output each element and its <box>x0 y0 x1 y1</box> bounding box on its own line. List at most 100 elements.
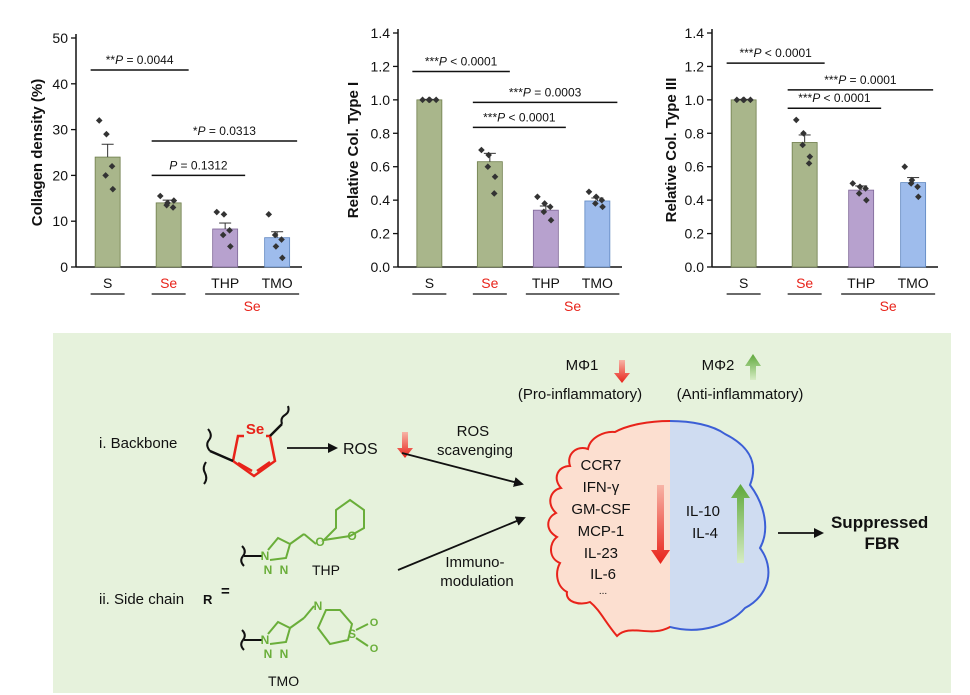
data-point <box>901 163 909 171</box>
ros-label: ROS <box>343 441 378 458</box>
x-tick-label: TMO <box>582 275 613 291</box>
data-point <box>485 151 492 159</box>
data-point <box>806 153 814 160</box>
y-tick-label: 0 <box>60 259 68 275</box>
cytokine-down-arrow-icon <box>651 485 670 564</box>
cytokine-up-arrow-icon <box>731 484 750 563</box>
y-tick-label: 40 <box>52 76 68 92</box>
data-point <box>546 203 554 211</box>
tmo-sulfur-label: S <box>348 627 356 641</box>
thp-n1-label: N <box>261 549 270 563</box>
data-point <box>540 208 548 216</box>
m1-label: MΦ1 <box>566 357 599 374</box>
data-point <box>800 129 807 137</box>
side-chain-label: ii. Side chain <box>99 591 184 608</box>
m1-cytokine-4: MCP-1 <box>578 523 625 540</box>
data-point <box>272 243 280 250</box>
thp-n2-label: N <box>264 563 273 577</box>
y-tick-label: 0.8 <box>371 125 391 141</box>
data-point <box>592 200 599 207</box>
data-point <box>490 190 498 197</box>
bar <box>791 142 818 268</box>
data-point <box>226 227 233 234</box>
m1-down-arrow-icon <box>614 360 630 383</box>
y-tick-label: 0.4 <box>685 192 705 208</box>
bar <box>584 200 611 268</box>
data-point <box>432 96 440 104</box>
immunomodulation-arrow <box>397 516 526 571</box>
data-point <box>163 201 170 209</box>
data-point <box>592 193 600 201</box>
y-tick-label: 1.4 <box>371 25 391 41</box>
m1-cytokine-6: IL-6 <box>590 566 616 583</box>
m1-cytokine-5: IL-23 <box>584 545 618 562</box>
data-point <box>278 236 285 243</box>
y-axis-label: Collagen density (%) <box>29 79 46 227</box>
y-tick-label: 0.0 <box>371 259 391 275</box>
equals-sign: = <box>221 583 230 600</box>
data-point <box>271 231 279 239</box>
ros-scavenging-label: ROS scavenging <box>437 423 513 459</box>
bar <box>416 99 443 268</box>
m1-cytokine-more: ... <box>599 586 607 597</box>
selenium-atom-label: Se <box>246 421 264 438</box>
data-point <box>863 196 870 204</box>
m2-label: MΦ2 <box>702 357 735 374</box>
data-point <box>598 196 606 204</box>
m2-description: (Anti-inflammatory) <box>677 386 804 403</box>
y-tick-label: 0.4 <box>371 192 391 208</box>
ros-down-arrow-icon <box>397 432 413 458</box>
tmo-label: TMO <box>268 673 299 689</box>
y-axis-label: Relative Col. Type III <box>663 78 680 223</box>
x-tick-label: TMO <box>262 275 293 291</box>
data-point <box>425 96 433 104</box>
outcome-label: Suppressed FBR <box>831 513 933 553</box>
data-point <box>907 180 915 187</box>
m1-cytokine-2: IFN-γ <box>583 479 620 496</box>
mechanism-scheme: MΦ1 (Pro-inflammatory) MΦ2 (Anti-inflamm… <box>53 333 951 693</box>
data-point <box>914 183 921 191</box>
data-point <box>491 173 499 181</box>
tmo-n2-label: N <box>264 647 273 661</box>
data-point <box>108 162 116 170</box>
bar <box>730 99 757 268</box>
x-tick-label: S <box>739 275 748 291</box>
y-tick-label: 0.0 <box>685 259 705 275</box>
tmo-o1-label: O <box>370 617 379 629</box>
m2-cytokine-2: IL-4 <box>692 525 718 542</box>
x-tick-label: S <box>103 275 112 291</box>
m2-cytokine-list: IL-10 IL-4 <box>686 503 724 542</box>
data-point <box>855 190 863 197</box>
data-point <box>478 146 485 154</box>
group-label: Se <box>564 298 581 314</box>
data-point <box>739 96 747 104</box>
r-group-label: R <box>203 592 213 607</box>
significance-label: P = 0.1312 <box>169 158 228 172</box>
data-point <box>534 193 541 201</box>
data-point <box>541 200 548 207</box>
data-point <box>484 163 492 171</box>
data-point <box>792 116 800 124</box>
data-point <box>747 96 754 104</box>
scheme-background <box>53 333 951 693</box>
data-point <box>220 211 228 218</box>
m2-up-arrow-icon <box>745 354 761 380</box>
y-axis-label: Relative Col. Type I <box>345 82 362 218</box>
bar <box>94 156 121 268</box>
m2-cytokine-1: IL-10 <box>686 503 720 520</box>
data-point <box>585 188 593 196</box>
y-tick-label: 10 <box>52 213 68 229</box>
m1-cytokine-3: GM-CSF <box>571 501 630 518</box>
thp-structure-icon <box>240 498 365 567</box>
significance-label: ***P < 0.0001 <box>798 91 871 105</box>
y-tick-label: 30 <box>52 122 68 138</box>
backbone-label: i. Backbone <box>99 435 177 452</box>
data-point <box>799 141 806 149</box>
m1-macrophage-half <box>547 420 670 638</box>
data-point <box>219 231 227 239</box>
immunomodulation-label: Immuno- modulation <box>440 554 513 590</box>
y-tick-label: 1.4 <box>685 25 705 41</box>
